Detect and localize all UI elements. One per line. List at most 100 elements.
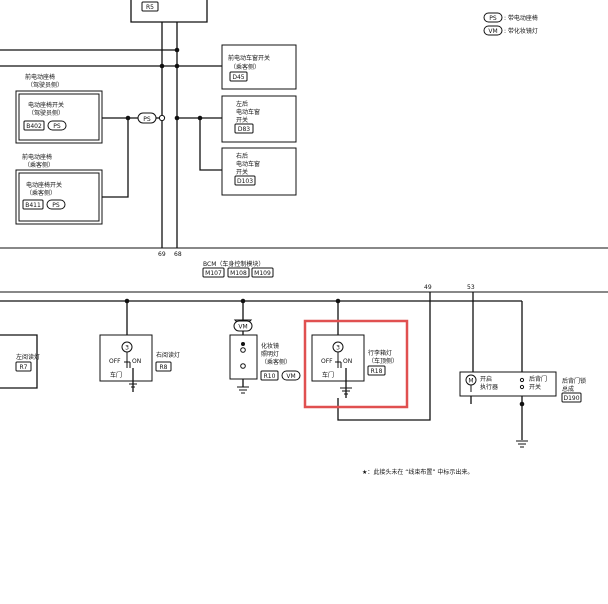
seat2-box-label2: （乘客侧） bbox=[26, 189, 56, 197]
trunk-name1: 行李箱灯 bbox=[368, 349, 392, 357]
seat2-connector bbox=[22, 199, 44, 210]
junction bbox=[241, 342, 245, 346]
seat2-ps-tag bbox=[46, 199, 66, 210]
wire bbox=[102, 118, 129, 198]
switch-contact bbox=[240, 347, 246, 353]
vanity-name3: （乘客侧） bbox=[261, 358, 291, 366]
seat2-ps: PS bbox=[52, 202, 60, 209]
d83-label2: 电动车窗 bbox=[236, 108, 260, 116]
d83-code: D83 bbox=[238, 126, 250, 133]
pin-68: 68 bbox=[174, 251, 182, 258]
tailgate-title1: 后背门锁 bbox=[562, 377, 586, 385]
d103-connector bbox=[234, 175, 256, 186]
seat2-box-label1: 电动座椅开关 bbox=[26, 181, 62, 189]
d103-code: D103 bbox=[237, 178, 253, 185]
vanity-name1: 化妆镜 bbox=[261, 342, 279, 350]
seat1-code: B402 bbox=[26, 123, 42, 130]
junction bbox=[197, 115, 203, 121]
d103-box bbox=[221, 147, 297, 196]
r5-code: R5 bbox=[146, 4, 154, 11]
legend-vm-code: VM bbox=[488, 28, 497, 35]
vanity-name2: 照明灯 bbox=[261, 350, 279, 358]
legend-ps-code: PS bbox=[489, 15, 497, 22]
switch-icon bbox=[335, 352, 342, 368]
right-lamp-off: OFF bbox=[109, 358, 121, 365]
d45-code: D45 bbox=[232, 74, 244, 81]
bcm-connector-2 bbox=[227, 267, 250, 278]
d83-box bbox=[221, 95, 297, 143]
pin-49: 49 bbox=[424, 284, 432, 291]
left-lamp-name: 左阅读灯 bbox=[16, 353, 40, 361]
tailgate-title2: 总成 bbox=[562, 385, 574, 393]
d45-connector bbox=[229, 71, 248, 82]
highlight-box bbox=[303, 319, 409, 409]
vanity-lamp-box bbox=[229, 334, 258, 380]
trunk-lamp-door: 车门 bbox=[322, 371, 334, 379]
d45-label2: （乘客侧） bbox=[230, 63, 260, 71]
vm-tag-text: VM bbox=[238, 324, 247, 331]
bcm-title: BCM（车身控制模块） bbox=[203, 260, 264, 268]
seat1-box-label2: （驾驶员侧） bbox=[28, 109, 64, 117]
tailgate-code: D190 bbox=[563, 395, 579, 402]
d83-label3: 开关 bbox=[236, 116, 248, 124]
seat1-label2: （驾驶员侧） bbox=[27, 81, 63, 89]
switch-contact bbox=[240, 363, 246, 369]
junction bbox=[519, 401, 525, 407]
tg-switch-label1: 后背门 bbox=[529, 375, 547, 383]
trunk-name2: （车顶侧） bbox=[368, 357, 398, 365]
seat1-box-label1: 电动座椅开关 bbox=[28, 101, 64, 109]
right-lamp-on: ON bbox=[132, 358, 141, 365]
ground-icon bbox=[127, 380, 139, 388]
wire bbox=[470, 396, 523, 440]
vanity-code: R10 bbox=[264, 373, 276, 380]
vanity-vm: VM bbox=[286, 373, 295, 380]
r5-box-outline bbox=[130, 0, 208, 23]
switch-icon bbox=[124, 352, 131, 368]
left-lamp-code: R7 bbox=[20, 364, 28, 371]
left-lamp-box bbox=[0, 334, 38, 389]
tailgate-box bbox=[459, 371, 557, 397]
bcm-connector-1 bbox=[202, 267, 225, 278]
seat2-label1: 前电动座椅 bbox=[22, 153, 52, 161]
ground-icon bbox=[340, 387, 352, 395]
trunk-code: R18 bbox=[371, 368, 383, 375]
right-lamp-code: R8 bbox=[160, 364, 168, 371]
bcm-code-1: M107 bbox=[205, 270, 222, 277]
trunk-lamp-num: 3 bbox=[336, 345, 340, 352]
right-lamp-name: 右阅读灯 bbox=[156, 351, 180, 359]
bcm-code-2: M108 bbox=[230, 270, 247, 277]
actuator-label1: 开启 bbox=[480, 375, 492, 383]
splice-open bbox=[158, 114, 166, 122]
ps-tag-text: PS bbox=[143, 116, 151, 123]
bcm-connector-3 bbox=[251, 267, 274, 278]
trunk-connector bbox=[367, 365, 386, 376]
seat2-label2: （乘客侧） bbox=[24, 161, 54, 169]
legend-vm-tag bbox=[483, 25, 503, 36]
wire bbox=[199, 118, 222, 171]
legend-ps-tag bbox=[483, 12, 503, 23]
r5-connector bbox=[141, 1, 159, 12]
d103-label1: 右后 bbox=[236, 152, 248, 160]
seat1-label1: 前电动座椅 bbox=[25, 73, 55, 81]
wire-49 bbox=[337, 292, 431, 421]
legend-ps-text: : 带电动座椅 bbox=[504, 14, 538, 22]
pin-53: 53 bbox=[467, 284, 475, 291]
junction bbox=[125, 115, 131, 121]
switch-contact bbox=[519, 384, 525, 390]
motor-label: M bbox=[468, 378, 473, 385]
d103-label2: 电动车窗 bbox=[236, 160, 260, 168]
legend: PS : 带电动座椅 VM : 带化妆镜灯 bbox=[483, 12, 538, 36]
seat2-box-inner bbox=[18, 172, 100, 222]
seat1-box-inner bbox=[18, 93, 100, 141]
ground-icon bbox=[237, 386, 249, 394]
right-lamp-door: 车门 bbox=[110, 371, 122, 379]
footnote: ★：此接头未在 “线束布置” 中标示出来。 bbox=[362, 468, 473, 476]
vanity-connector bbox=[260, 370, 279, 381]
d45-label1: 前电动车窗开关 bbox=[228, 54, 270, 62]
bcm-code-3: M109 bbox=[254, 270, 271, 277]
left-lamp-connector bbox=[15, 361, 32, 372]
seat1-ps: PS bbox=[53, 123, 61, 130]
ground-icon bbox=[516, 440, 528, 448]
d83-connector bbox=[234, 123, 254, 134]
